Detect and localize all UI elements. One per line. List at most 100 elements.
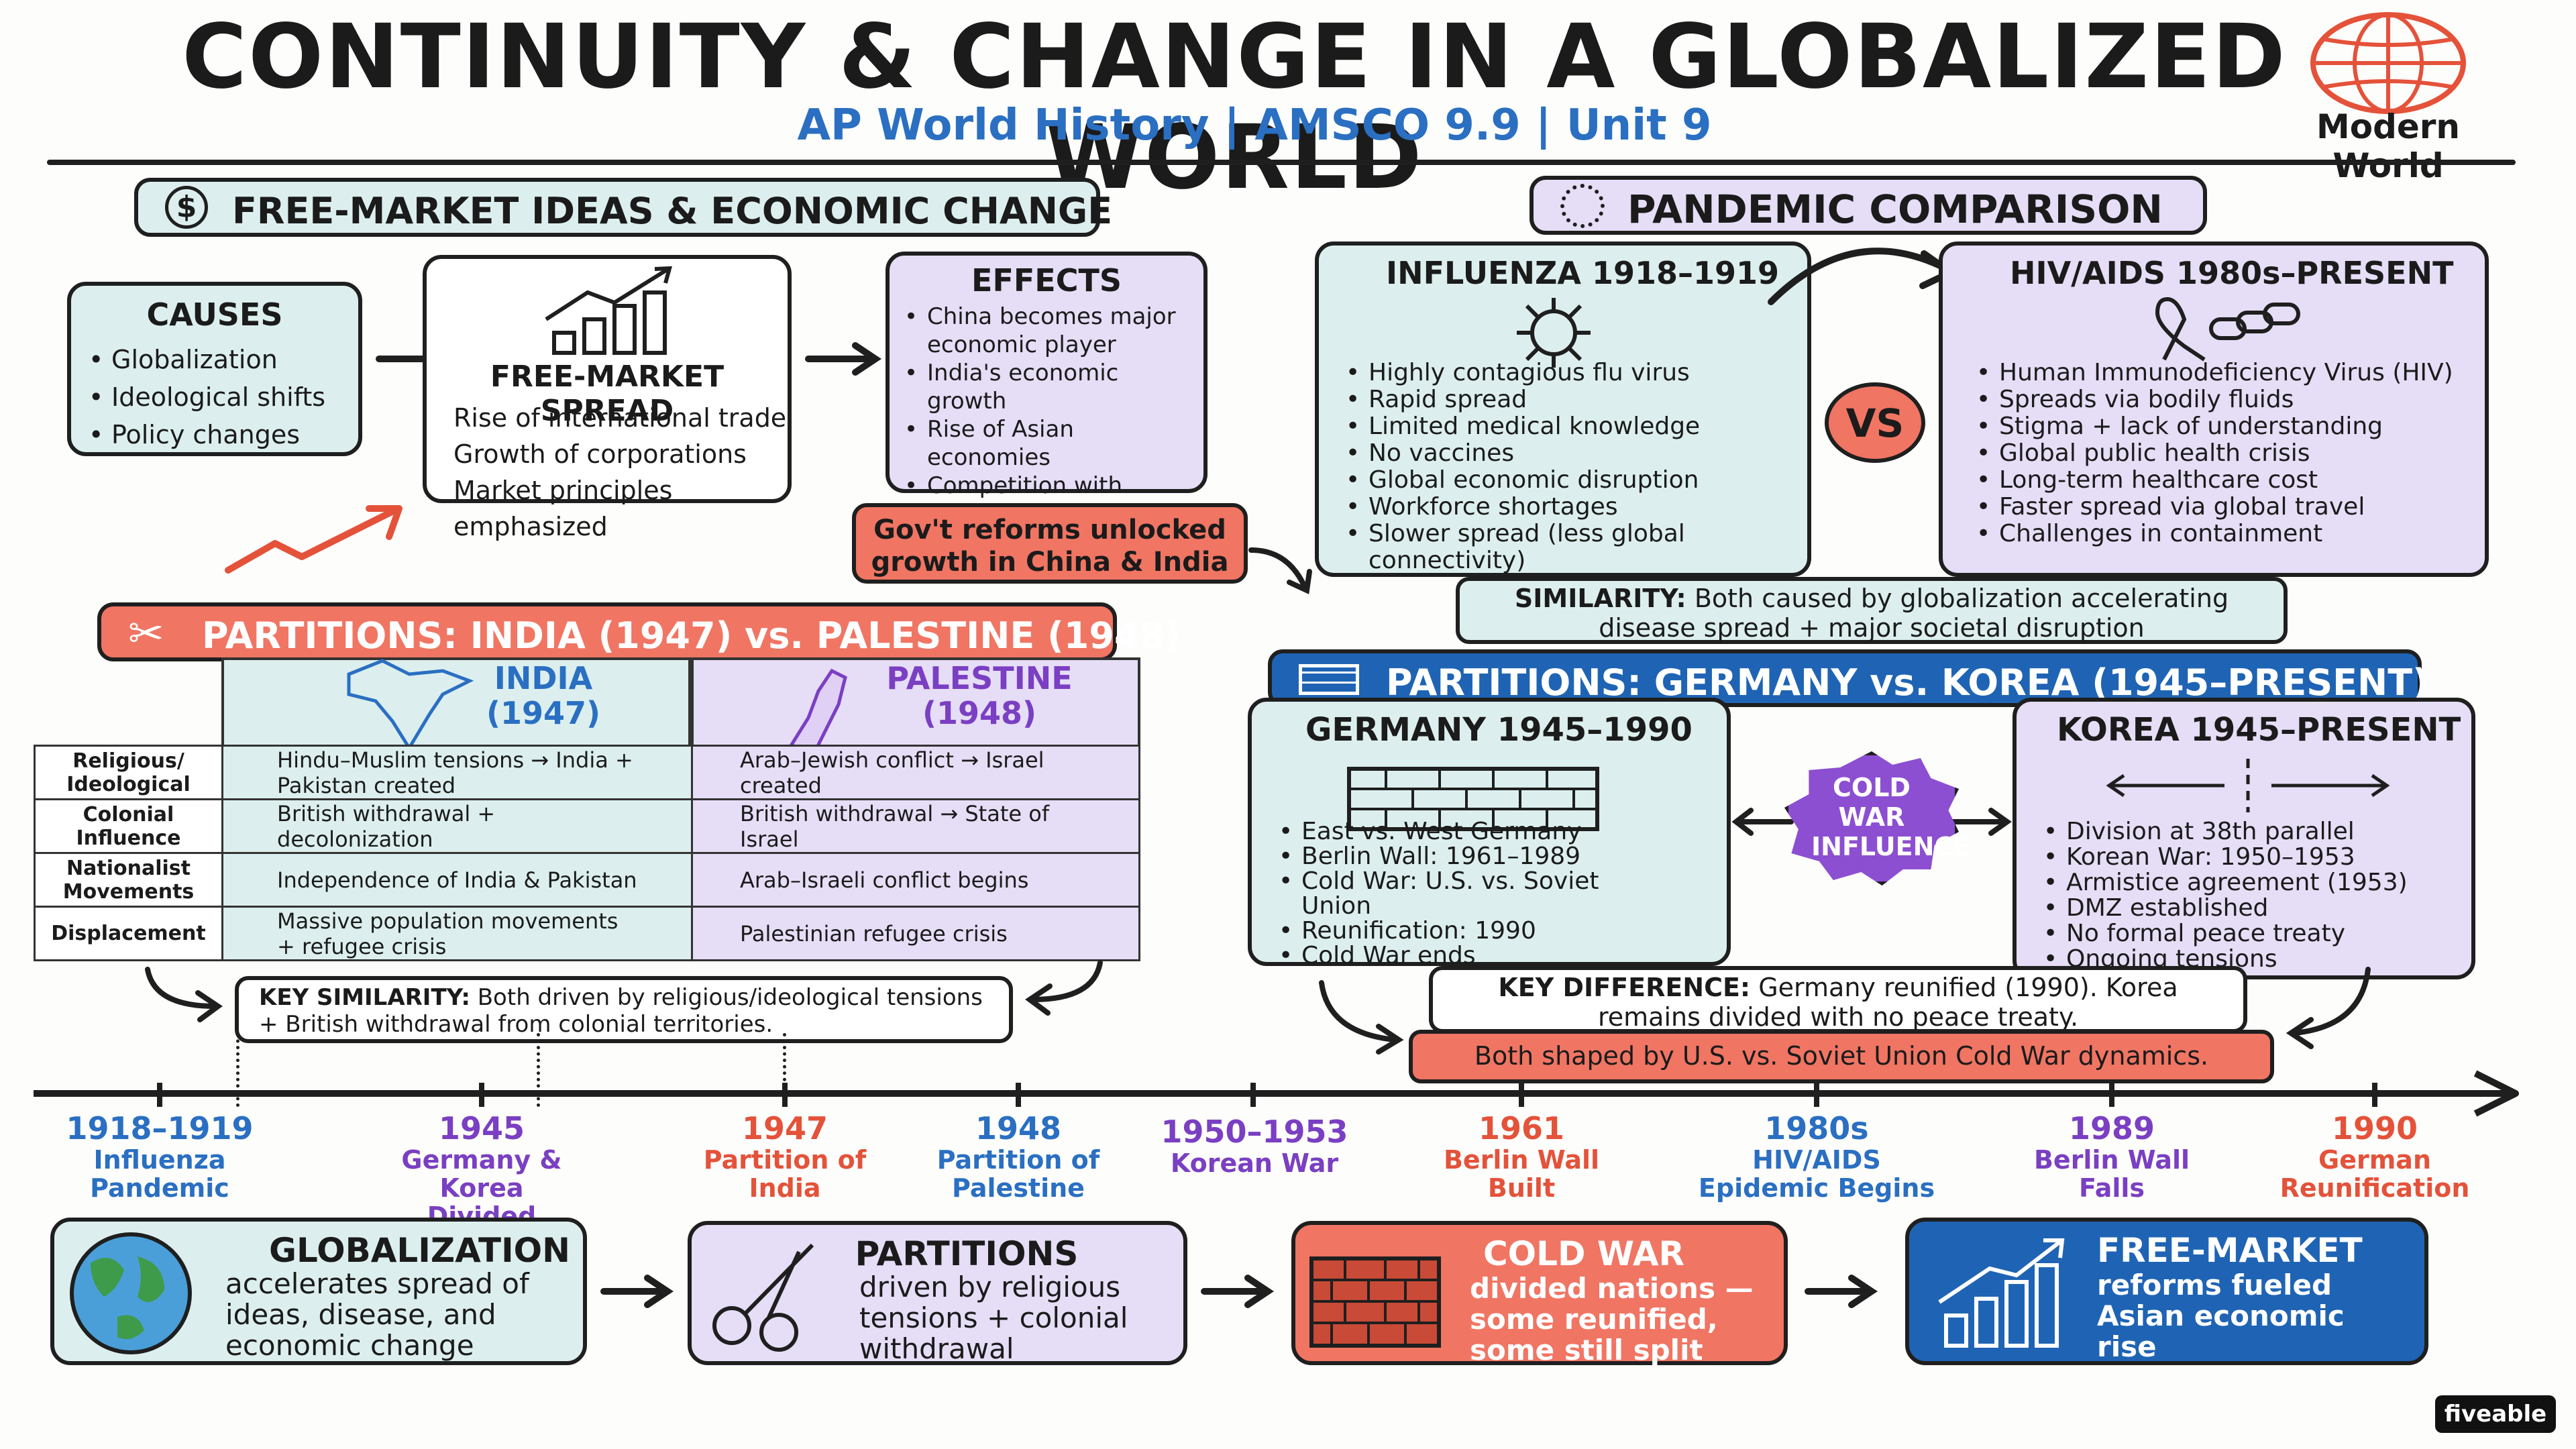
curved-arrow-icon bbox=[1025, 960, 1103, 1016]
wall-icon bbox=[1299, 664, 1359, 695]
brick-wall-icon bbox=[1309, 1256, 1441, 1348]
list-item: No formal peace treaty bbox=[2043, 921, 2473, 947]
list-item: Globalization bbox=[89, 341, 358, 378]
arrow-right-icon bbox=[1201, 1275, 1275, 1308]
list-item: Limited medical knowledge bbox=[1346, 413, 1788, 441]
dotted-connector bbox=[537, 1033, 540, 1107]
summary-cold-war: COLD WAR divided nations — some reunifie… bbox=[1291, 1221, 1788, 1366]
list-item: Policy changes bbox=[89, 416, 358, 453]
summary-title: PARTITIONS bbox=[855, 1234, 1079, 1273]
timeline-event: 1918–1919 Influenza Pandemic bbox=[66, 1110, 254, 1203]
reforms-note: Gov't reforms unlocked growth in China &… bbox=[852, 503, 1248, 584]
hiv-box: HIV/AIDS 1980s–PRESENT Human Immunodefic… bbox=[1939, 241, 2489, 577]
germany-list: East vs. West Germany Berlin Wall: 1961–… bbox=[1279, 819, 1627, 968]
key-difference-box: KEY DIFFERENCE: Germany reunified (1990)… bbox=[1429, 966, 2247, 1033]
table-row: Displacement Massive population movement… bbox=[34, 906, 1140, 961]
effects-box: EFFECTS China becomes major economic pla… bbox=[885, 252, 1208, 527]
list-item: Highly contagious flu virus bbox=[1346, 360, 1788, 387]
germany-korea-heading: PARTITIONS: GERMANY vs. KOREA (1945–PRES… bbox=[1268, 649, 2429, 707]
double-arrow-icon bbox=[1731, 808, 2012, 836]
bar-chart-icon bbox=[545, 266, 672, 355]
timeline-event: 1948 Partition of Palestine bbox=[936, 1110, 1100, 1203]
effects-list: China becomes major economic player Indi… bbox=[904, 303, 1194, 528]
list-item: Spreads via bodily fluids bbox=[1976, 386, 2486, 414]
key-similarity-box: KEY SIMILARITY: Both driven by religious… bbox=[235, 976, 1013, 1043]
timeline-event: 1989 Berlin Wall Falls bbox=[2033, 1110, 2190, 1203]
curved-arrow-icon bbox=[2286, 967, 2371, 1049]
globe-icon bbox=[2310, 12, 2466, 114]
money-bag-icon: $ bbox=[165, 186, 208, 229]
timeline-event: 1980s HIV/AIDS Epidemic Begins bbox=[1698, 1110, 1935, 1203]
similarity-box: SIMILARITY: Both caused by globalization… bbox=[1456, 577, 2288, 644]
arrow-right-icon bbox=[1805, 1275, 1878, 1308]
list-item: Global economic disruption bbox=[1346, 467, 1788, 494]
germany-box: GERMANY 1945–1990 East vs. West Germany … bbox=[1248, 698, 1731, 968]
hiv-list: Human Immunodeficiency Virus (HIV) Sprea… bbox=[1976, 360, 2486, 548]
divide-arrows-icon bbox=[2106, 759, 2390, 812]
list-item: No vaccines bbox=[1346, 440, 1788, 468]
list-item: Reunification: 1990 bbox=[1279, 918, 1627, 943]
list-item: Rapid spread bbox=[1346, 386, 1788, 414]
korea-list: Division at 38th parallel Korean War: 19… bbox=[2043, 819, 2473, 973]
table-row: Colonial Influence British withdrawal + … bbox=[34, 798, 1140, 854]
list-item: Rise of Asian economies bbox=[904, 415, 1194, 472]
pandemic-heading: PANDEMIC COMPARISON bbox=[1529, 176, 2207, 235]
table-row: Religious/ Ideological Hindu–Muslim tens… bbox=[34, 745, 1140, 800]
summary-free-market: FREE-MARKET reforms fueled Asian economi… bbox=[1905, 1218, 2428, 1365]
summary-title: FREE-MARKET bbox=[2097, 1231, 2363, 1270]
list-item: Berlin Wall: 1961–1989 bbox=[1279, 844, 1627, 869]
summary-globalization: GLOBALIZATION accelerates spread of idea… bbox=[50, 1218, 587, 1365]
list-item: Cold War: U.S. vs. Soviet Union bbox=[1279, 869, 1627, 918]
curved-arrow-icon bbox=[1319, 980, 1404, 1055]
list-item: Global public health crisis bbox=[1976, 440, 2486, 468]
comparison-table: Religious/ Ideological Hindu–Muslim tens… bbox=[34, 745, 1140, 961]
india-palestine-heading: ✂ PARTITIONS: INDIA (1947) vs. PALESTINE… bbox=[97, 602, 1181, 661]
earth-icon bbox=[70, 1232, 192, 1354]
list-item: Faster spread via global travel bbox=[1976, 494, 2486, 521]
vs-badge: VS bbox=[1825, 382, 1925, 463]
dotted-connector bbox=[783, 1033, 786, 1107]
list-item: Challenges in containment bbox=[1976, 521, 2486, 548]
summary-title: COLD WAR bbox=[1483, 1234, 1685, 1273]
india-column-head: INDIA (1947) bbox=[486, 660, 601, 731]
cold-war-badge-label: COLD WAR INFLUENCE bbox=[1811, 773, 1971, 861]
summary-text: divided nations — some reunified, some s… bbox=[1470, 1272, 1754, 1366]
timeline-event: 1950–1953 Korean War bbox=[1161, 1114, 1348, 1178]
table-row: Nationalist Movements Independence of In… bbox=[34, 852, 1140, 908]
ribbon-chain-icon bbox=[2155, 297, 2300, 362]
list-item: Cold War ends bbox=[1279, 943, 1627, 968]
free-market-spread-box: FREE-MARKET SPREAD Rise of international… bbox=[423, 255, 792, 541]
influenza-box: INFLUENZA 1918–1919 Highly contagious fl… bbox=[1315, 241, 1811, 577]
list-item: India's economic growth bbox=[904, 359, 1194, 415]
causes-box: CAUSES Globalization Ideological shifts … bbox=[67, 282, 362, 456]
list-item: Ideological shifts bbox=[89, 378, 358, 416]
spread-lines: Rise of international trade Growth of co… bbox=[453, 403, 787, 541]
arrow-right-icon bbox=[600, 1275, 674, 1308]
virus-icon bbox=[1517, 298, 1591, 368]
list-item: China becomes major economic player bbox=[904, 303, 1194, 359]
summary-text: driven by religious tensions + colonial … bbox=[859, 1271, 1128, 1365]
timeline-event: 1947 Partition of India bbox=[703, 1110, 867, 1203]
list-item: Stigma + lack of understanding bbox=[1976, 413, 2486, 441]
timeline-event: 1945 Germany & Korea Divided bbox=[401, 1110, 562, 1231]
trend-up-icon bbox=[225, 505, 402, 574]
list-item: Armistice agreement (1953) bbox=[2043, 870, 2473, 896]
list-item: Workforce shortages bbox=[1346, 494, 1788, 521]
list-item: Korean War: 1950–1953 bbox=[2043, 845, 2473, 871]
list-item: East vs. West Germany bbox=[1279, 819, 1627, 844]
palestine-column-head: PALESTINE (1948) bbox=[886, 660, 1073, 731]
india-map-icon bbox=[347, 659, 474, 751]
page-subtitle: AP World History | AMSCO 9.9 | Unit 9 bbox=[797, 101, 1712, 150]
korea-box: KOREA 1945–PRESENT Division at 38th para… bbox=[2012, 698, 2475, 979]
summary-partitions: PARTITIONS driven by religious tensions … bbox=[688, 1221, 1187, 1365]
dotted-connector bbox=[236, 1033, 239, 1107]
timeline-event: 1961 Berlin Wall Built bbox=[1443, 1110, 1600, 1203]
influenza-list: Highly contagious flu virus Rapid spread… bbox=[1346, 360, 1788, 574]
cold-war-dynamics-note: Both shaped by U.S. vs. Soviet Union Col… bbox=[1409, 1030, 2274, 1083]
header-divider bbox=[47, 160, 2516, 165]
summary-text: reforms fueled Asian economic rise bbox=[2097, 1269, 2345, 1363]
list-item: Human Immunodeficiency Virus (HIV) bbox=[1976, 360, 2486, 387]
virus-icon bbox=[1560, 184, 1605, 228]
growth-chart-icon bbox=[1938, 1238, 2065, 1348]
curved-arrow-icon bbox=[1768, 248, 1957, 305]
